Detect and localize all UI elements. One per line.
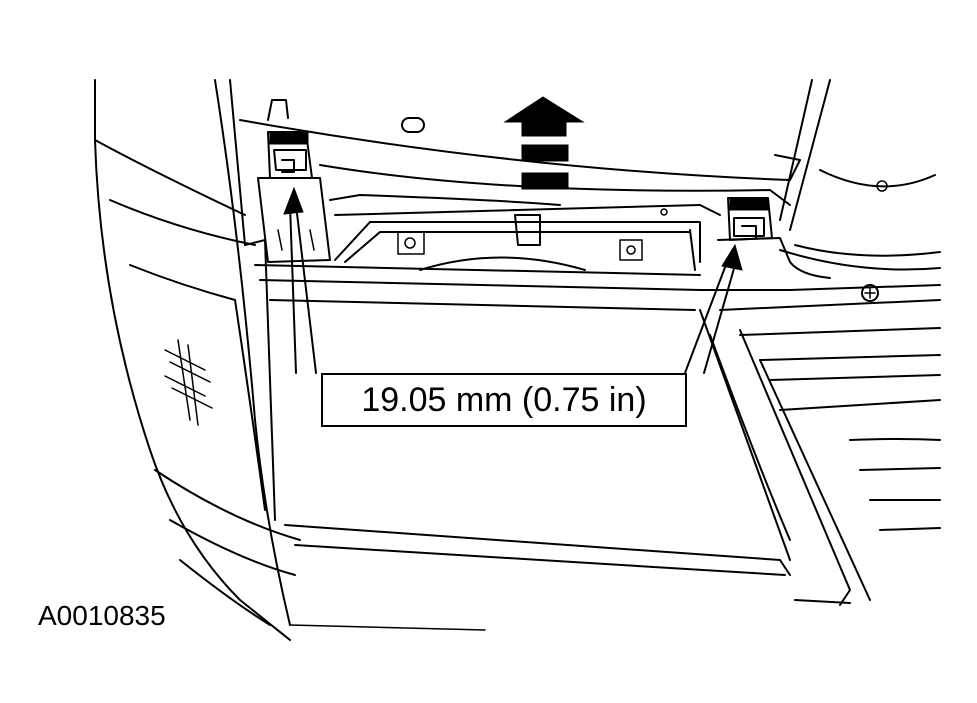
leader-arrow-left [283,186,317,374]
figure-id-label: A0010835 [38,600,166,631]
upper-panel [239,79,941,271]
up-arrow-icon [503,96,585,190]
headlamp-body [94,79,486,641]
bumper [284,309,871,606]
retaining-clip-left [257,99,331,263]
leader-arrow-right [684,243,743,374]
radiator-support [254,214,941,531]
retaining-clip-right [717,197,831,279]
phillips-screw-icon [861,284,879,302]
measurement-callout: 19.05 mm (0.75 in) [321,373,687,427]
